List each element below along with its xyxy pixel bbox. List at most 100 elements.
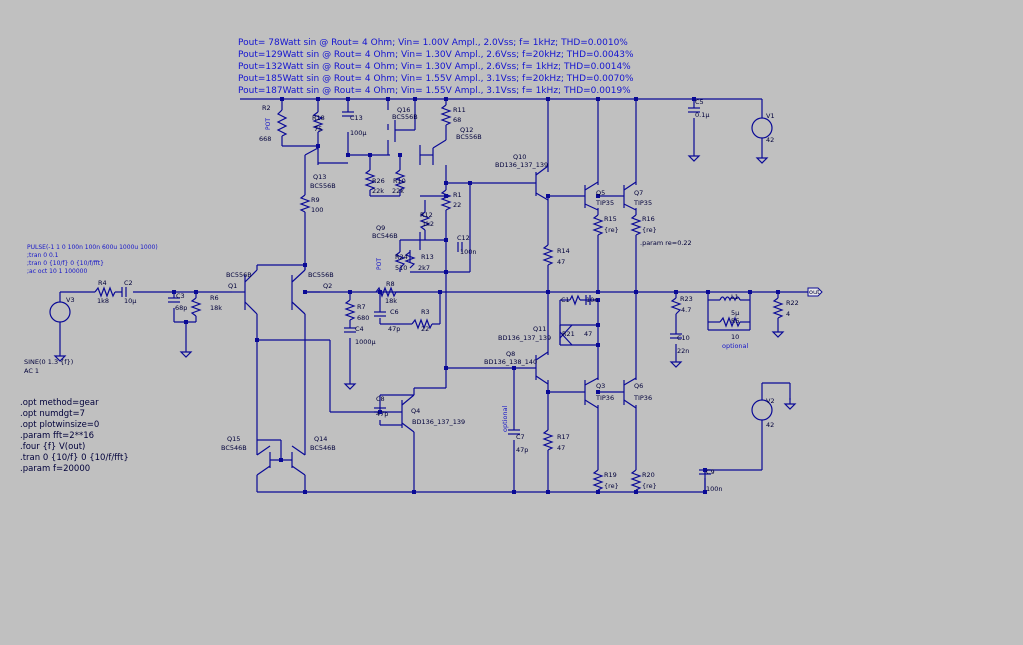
label-Q1[interactable]: Q1 — [228, 282, 237, 290]
label-R21-val: 47 — [584, 330, 592, 338]
label-Q2-type: BC556B — [308, 271, 334, 279]
label-C7-val: 47p — [516, 446, 528, 454]
label-Q12-type: BC556B — [456, 133, 482, 141]
label-Q13[interactable]: Q13 — [313, 173, 326, 181]
label-R10[interactable]: R10 — [393, 177, 406, 185]
label-R16-val: {re} — [642, 226, 657, 234]
label-Q14[interactable]: Q14 — [314, 435, 327, 443]
label-Q5[interactable]: Q5 — [596, 189, 605, 197]
label-Q9[interactable]: Q9 — [376, 224, 385, 232]
header-line-3: Pout=132Watt sin @ Rout= 4 Ohm; Vin= 1.3… — [238, 62, 631, 72]
label-Q6[interactable]: Q6 — [634, 382, 643, 390]
label-C9-val: 100n — [706, 485, 723, 493]
label-R12[interactable]: R12 — [420, 211, 433, 219]
label-V3[interactable]: V3 — [66, 296, 75, 304]
label-Q10-type: BD136_137_139 — [495, 161, 548, 169]
label-R4[interactable]: R4 — [98, 279, 107, 287]
label-Q16[interactable]: Q16 — [397, 106, 410, 114]
label-Q3[interactable]: Q3 — [596, 382, 605, 390]
label-C5[interactable]: C5 — [695, 98, 704, 106]
label-C4[interactable]: C4 — [355, 325, 364, 333]
label-R6[interactable]: R6 — [210, 294, 219, 302]
label-Q15-type: BC546B — [221, 444, 247, 452]
label-R21[interactable]: R21 — [562, 330, 575, 338]
label-R9[interactable]: R9 — [311, 196, 320, 204]
label-R13-val: 2k7 — [418, 264, 430, 272]
directive-param-fft[interactable]: .param fft=2**16 — [20, 431, 94, 441]
directive-param-f[interactable]: .param f=20000 — [20, 464, 90, 474]
label-V1-val: 42 — [766, 136, 774, 144]
label-Q15[interactable]: Q15 — [227, 435, 240, 443]
label-R19-val: {re} — [604, 482, 619, 490]
label-Q7[interactable]: Q7 — [634, 189, 643, 197]
directive-opt-numdgt[interactable]: .opt numdgt=7 — [20, 409, 85, 419]
label-R26[interactable]: R26 — [372, 177, 385, 185]
label-R3[interactable]: R3 — [421, 308, 430, 316]
label-Q7-type: TIP35 — [633, 199, 652, 207]
directive-four[interactable]: .four {f} V(out) — [20, 442, 85, 452]
label-R11[interactable]: R11 — [453, 106, 466, 114]
label-R17[interactable]: R17 — [557, 433, 570, 441]
label-R3-val: 22 — [421, 325, 429, 333]
label-C2[interactable]: C2 — [124, 279, 133, 287]
label-C6-val: 47p — [388, 325, 400, 333]
directive-tran[interactable]: .tran 0 {10/f} 0 {10/f/fft} — [20, 453, 129, 463]
label-Q12[interactable]: Q12 — [460, 126, 473, 134]
directive-opt-method[interactable]: .opt method=gear — [20, 398, 99, 408]
label-Q4[interactable]: Q4 — [411, 407, 420, 415]
label-C6[interactable]: C6 — [390, 308, 399, 316]
label-Q14-type: BC546B — [310, 444, 336, 452]
label-R18[interactable]: R18 — [312, 114, 325, 122]
header-block: Pout= 78Watt sin @ Rout= 4 Ohm; Vin= 1.0… — [238, 38, 634, 96]
label-R16[interactable]: R16 — [642, 215, 655, 223]
component-symbols — [49, 97, 823, 494]
header-line-2: Pout=129Watt sin @ Rout= 4 Ohm; Vin= 1.3… — [238, 50, 634, 60]
label-Q11[interactable]: Q11 — [533, 325, 546, 333]
label-C7[interactable]: C7 — [516, 433, 525, 441]
label-R6-val: 18k — [210, 304, 222, 312]
label-R23[interactable]: R23 — [680, 295, 693, 303]
directive-opt-plotwinsize[interactable]: .opt plotwinsize=0 — [20, 420, 99, 430]
label-R1[interactable]: R1 — [453, 191, 462, 199]
label-Q1-type: BC556B — [226, 271, 252, 279]
label-Q11-type: BD136_137_139 — [498, 334, 551, 342]
label-C8[interactable]: C8 — [376, 395, 385, 403]
label-C12[interactable]: C12 — [457, 234, 470, 242]
label-R24[interactable]: R24 — [395, 253, 408, 261]
label-Q10[interactable]: Q10 — [513, 153, 526, 161]
label-Q2[interactable]: Q2 — [323, 282, 332, 290]
label-R19[interactable]: R19 — [604, 471, 617, 479]
label-R5[interactable]: R5 — [731, 317, 740, 325]
label-C13[interactable]: C13 — [350, 114, 363, 122]
label-R7[interactable]: R7 — [357, 303, 366, 311]
label-R14[interactable]: R14 — [557, 247, 570, 255]
label-R15-val: {re} — [604, 226, 619, 234]
label-V2-val: 42 — [766, 421, 774, 429]
label-L1[interactable]: L1 — [731, 293, 739, 301]
label-R13[interactable]: R13 — [421, 253, 434, 261]
label-C3-val: 68p — [175, 304, 187, 312]
label-C9[interactable]: C9 — [706, 468, 715, 476]
label-V1[interactable]: V1 — [766, 112, 775, 120]
label-C3[interactable]: C3 — [176, 292, 185, 300]
label-R20[interactable]: R20 — [642, 471, 655, 479]
source-pulse-line: PULSE(-1 1 0 100n 100n 600u 1000u 1000) — [27, 244, 158, 251]
directive-param-re[interactable]: .param re=0.22 — [640, 239, 692, 247]
label-C1[interactable]: C1 — [561, 296, 570, 304]
label-R22[interactable]: R22 — [786, 299, 799, 307]
label-C1-val: 10n — [586, 296, 598, 304]
label-R5-val: 10 — [731, 333, 739, 341]
label-R8[interactable]: R8 — [386, 280, 395, 288]
out-label: out — [809, 288, 820, 296]
label-Q8[interactable]: Q8 — [506, 350, 515, 358]
source-ac-line: ;ac oct 10 1 100000 — [27, 268, 87, 275]
label-C10[interactable]: C10 — [677, 334, 690, 342]
label-V2[interactable]: V2 — [766, 397, 775, 405]
label-R7-val: 680 — [357, 314, 369, 322]
header-line-1: Pout= 78Watt sin @ Rout= 4 Ohm; Vin= 1.0… — [238, 38, 628, 48]
sine-source-line1: SINE(0 1.3 {f}) — [24, 358, 73, 366]
label-R2[interactable]: R2 — [262, 104, 271, 112]
source-directive-block: PULSE(-1 1 0 100n 100n 600u 1000u 1000) … — [27, 244, 158, 275]
label-R15[interactable]: R15 — [604, 215, 617, 223]
